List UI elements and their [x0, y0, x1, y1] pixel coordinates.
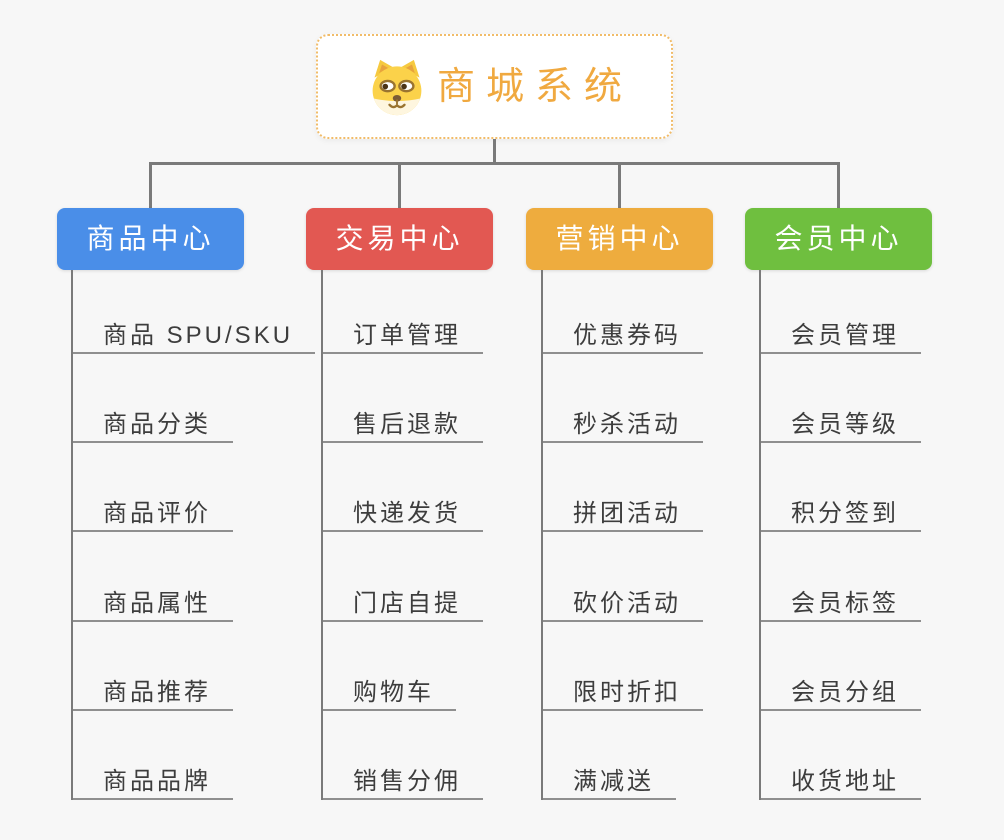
branch-label: 会员中心: [774, 223, 903, 254]
root-title: 商城系统: [436, 65, 633, 108]
leaf-node[interactable]: 销售分佣: [323, 711, 483, 800]
branch-trade-center[interactable]: 交易中心: [306, 208, 493, 270]
leaf-node[interactable]: 商品分类: [73, 354, 233, 444]
branch-marketing-center[interactable]: 营销中心: [526, 208, 713, 270]
leaf-node[interactable]: 售后退款: [323, 354, 483, 444]
leaf-node[interactable]: 商品推荐: [73, 622, 233, 711]
leaf-node[interactable]: 快递发货: [323, 443, 483, 533]
connector-horizontal: [149, 162, 840, 165]
leaf-node[interactable]: 积分签到: [761, 443, 921, 533]
connector-drop-4: [837, 164, 840, 208]
dog-face-icon: [372, 59, 422, 115]
leaf-node[interactable]: 商品品牌: [73, 711, 233, 800]
branch-label: 商品中心: [86, 223, 215, 254]
leaf-node[interactable]: 拼团活动: [543, 443, 703, 533]
leaf-node[interactable]: 购物车: [323, 622, 456, 711]
branch-trade-children: 订单管理 售后退款 快递发货 门店自提 购物车 销售分佣: [321, 270, 483, 800]
leaf-node[interactable]: 会员分组: [761, 622, 921, 711]
leaf-node[interactable]: 收货地址: [761, 711, 921, 800]
leaf-node[interactable]: 会员管理: [761, 270, 921, 354]
branch-member-children: 会员管理 会员等级 积分签到 会员标签 会员分组 收货地址: [759, 270, 921, 800]
connector-drop-1: [149, 164, 152, 208]
connector-root-stub: [493, 139, 496, 163]
branch-label: 交易中心: [335, 223, 464, 254]
root-node[interactable]: 商城系统: [316, 34, 673, 139]
leaf-node[interactable]: 会员等级: [761, 354, 921, 444]
leaf-node[interactable]: 门店自提: [323, 532, 483, 622]
leaf-node[interactable]: 订单管理: [323, 270, 483, 354]
connector-drop-2: [398, 164, 401, 208]
branch-marketing-children: 优惠券码 秒杀活动 拼团活动 砍价活动 限时折扣 满减送: [541, 270, 703, 800]
branch-label: 营销中心: [555, 223, 684, 254]
connector-drop-3: [618, 164, 621, 208]
branch-product-center[interactable]: 商品中心: [57, 208, 244, 270]
leaf-node[interactable]: 砍价活动: [543, 532, 703, 622]
leaf-node[interactable]: 商品属性: [73, 532, 233, 622]
leaf-node[interactable]: 满减送: [543, 711, 676, 800]
leaf-node[interactable]: 商品 SPU/SKU: [73, 270, 316, 354]
leaf-node[interactable]: 商品评价: [73, 443, 233, 533]
leaf-node[interactable]: 会员标签: [761, 532, 921, 622]
leaf-node[interactable]: 秒杀活动: [543, 354, 703, 444]
branch-member-center[interactable]: 会员中心: [745, 208, 932, 270]
leaf-node[interactable]: 限时折扣: [543, 622, 703, 711]
leaf-node[interactable]: 优惠券码: [543, 270, 703, 354]
branch-product-children: 商品 SPU/SKU 商品分类 商品评价 商品属性 商品推荐 商品品牌: [71, 270, 316, 800]
